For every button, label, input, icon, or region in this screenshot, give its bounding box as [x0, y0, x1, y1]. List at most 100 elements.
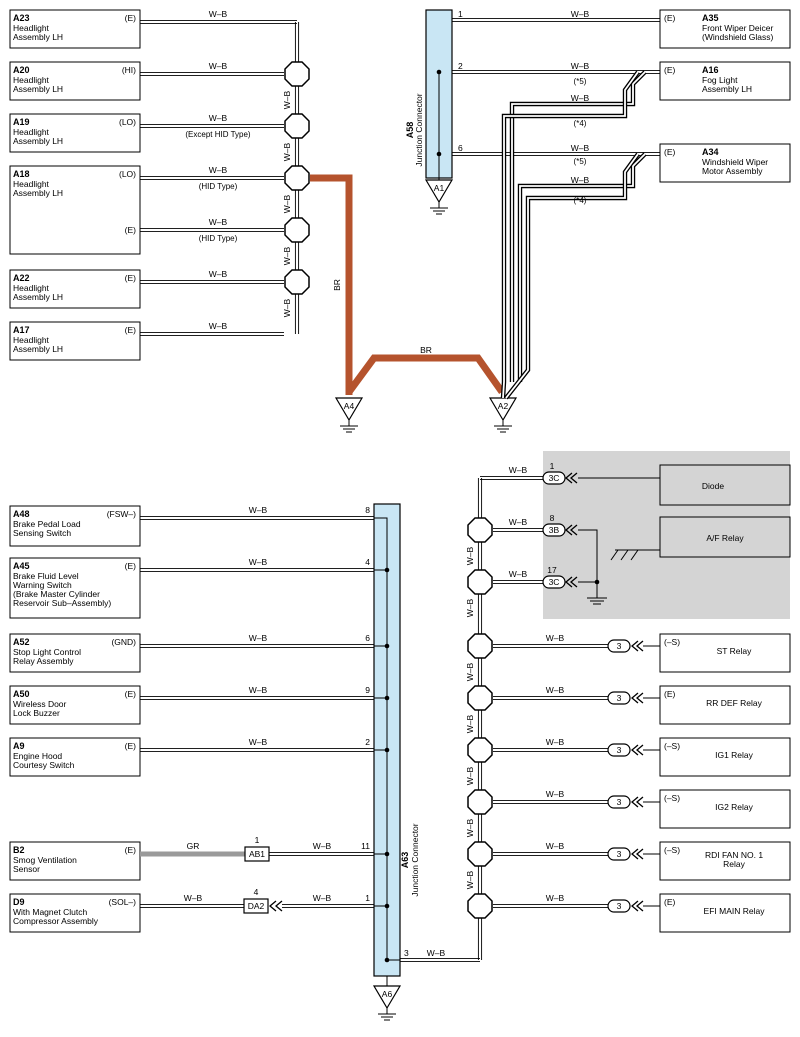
wire-label: W–B — [209, 165, 228, 175]
wire-note: (*5) — [574, 157, 587, 166]
pin-number: 6 — [458, 143, 463, 153]
relay-name: IG1 Relay — [715, 750, 754, 760]
connector-label: 3 — [617, 797, 622, 807]
ground-label: A6 — [382, 989, 393, 999]
wb-wire-to-a2 — [517, 152, 647, 382]
chassis-line — [615, 517, 661, 551]
pin-number: 1 — [255, 835, 260, 845]
pin-number: 9 — [365, 685, 370, 695]
wire-label: W–B — [249, 737, 268, 747]
junction-dot — [436, 69, 442, 75]
component-code: A35 — [702, 13, 719, 23]
component-name: Stop Light Control — [13, 647, 81, 657]
relay-name: IG2 Relay — [715, 802, 754, 812]
pin-number: 2 — [458, 61, 463, 71]
wire-note: (HID Type) — [199, 234, 238, 243]
component-code: A50 — [13, 689, 30, 699]
wb-wire-row — [140, 175, 284, 181]
splice-point — [467, 893, 493, 919]
junction-dot — [384, 957, 390, 963]
wire-label: W–B — [546, 633, 565, 643]
wb-wire-relay — [493, 851, 608, 857]
wire-core — [519, 153, 646, 382]
relay-box — [659, 737, 791, 777]
component-name: Courtesy Switch — [13, 760, 75, 770]
component-pin: (E) — [125, 561, 137, 571]
component-code: A18 — [13, 169, 30, 179]
pin-number: 4 — [254, 887, 259, 897]
component-code: A19 — [13, 117, 30, 127]
component-name: (Windshield Glass) — [702, 32, 773, 42]
junction-code: A63 — [400, 852, 410, 869]
pin-number: 1 — [550, 461, 555, 471]
br-wire — [346, 354, 505, 395]
vertical-wire-label: W–B — [465, 598, 475, 617]
connector-label: AB1 — [249, 849, 265, 859]
component-name: Brake Pedal Load — [13, 519, 81, 529]
vertical-wire-label: W–B — [465, 714, 475, 733]
component-code: A20 — [13, 65, 30, 75]
wire-label: W–B — [509, 465, 528, 475]
af-relay-box — [659, 516, 791, 558]
component-name: Headlight — [13, 335, 50, 345]
wire-label: W–B — [209, 61, 228, 71]
relay-box — [659, 633, 791, 673]
component-name: Sensing Switch — [13, 528, 71, 538]
relay-box — [659, 685, 791, 725]
wire-label: W–B — [209, 217, 228, 227]
splice-point — [284, 165, 310, 191]
component-code: A23 — [13, 13, 30, 23]
br-label: BR — [332, 279, 342, 291]
component-name: Motor Assembly — [702, 166, 763, 176]
wb-wire-row — [140, 279, 284, 285]
component-pin: (GND) — [111, 637, 136, 647]
connector-label: 3 — [617, 641, 622, 651]
wire-label: W–B — [313, 841, 332, 851]
vertical-wire-label: W–B — [465, 818, 475, 837]
component-name: Wireless Door — [13, 699, 67, 709]
relay-box — [659, 893, 791, 933]
splice-point — [467, 789, 493, 815]
wb-wire-row — [140, 567, 374, 573]
terminal-arrow — [635, 796, 644, 808]
relay-name: RR DEF Relay — [706, 698, 762, 708]
pin-number: 8 — [365, 505, 370, 515]
pin-number: 17 — [547, 565, 557, 575]
wb-wire-d9 — [140, 903, 244, 909]
terminal-arrow — [630, 744, 639, 756]
component-pin: (E) — [125, 845, 137, 855]
wb-wire-relay — [493, 903, 608, 909]
component-name: Headlight — [13, 75, 50, 85]
connector-label: 3 — [617, 693, 622, 703]
connector-label: 3C — [549, 577, 560, 587]
connector-label: 3C — [549, 473, 560, 483]
diode-label: Diode — [702, 481, 724, 491]
wire-label: W–B — [209, 9, 228, 19]
component-name: Fog Light — [702, 75, 738, 85]
wire-label: W–B — [209, 321, 228, 331]
splice-point — [467, 517, 493, 543]
component-name: Assembly LH — [13, 32, 63, 42]
junction-dot — [436, 151, 442, 157]
wire-label: W–B — [546, 893, 565, 903]
wb-wire-row — [140, 71, 284, 77]
vertical-wire-label: W–B — [465, 662, 475, 681]
chassis-ground — [630, 549, 639, 561]
terminal-arrow — [630, 692, 639, 704]
terminal-arrow — [630, 900, 639, 912]
component-pin: (E) — [125, 273, 137, 283]
wire-label: W–B — [571, 61, 590, 71]
pin-number: 1 — [365, 893, 370, 903]
component-name: Windshield Wiper — [702, 157, 768, 167]
component-name: Headlight — [13, 127, 50, 137]
pin-number: 1 — [458, 9, 463, 19]
component-name: Headlight — [13, 23, 50, 33]
wb-wire-shaded — [480, 475, 543, 481]
relay-pin: (E) — [664, 689, 676, 699]
component-pin: (LO) — [119, 117, 136, 127]
gr-label: GR — [187, 841, 200, 851]
splice-point — [467, 737, 493, 763]
component-a17 — [9, 321, 141, 361]
splice-point — [284, 269, 310, 295]
